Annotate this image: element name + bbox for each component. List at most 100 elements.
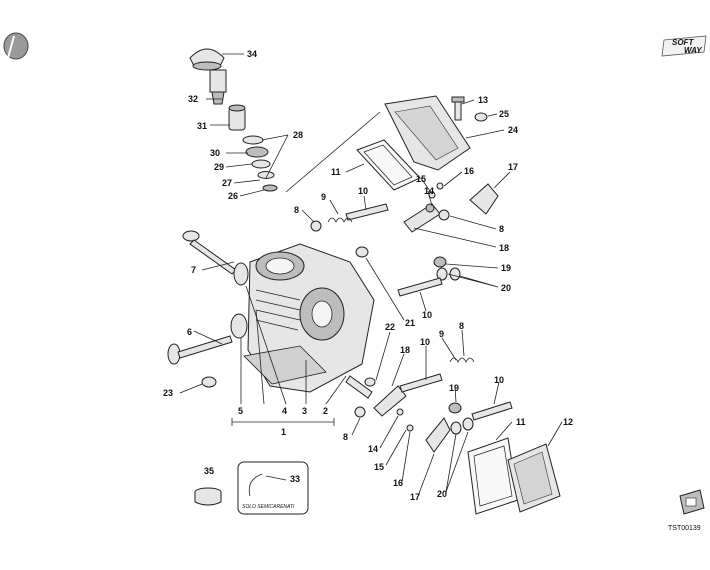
callout-15-upper: 15: [416, 174, 426, 184]
seal-ring-part: [194, 487, 222, 506]
valve-seal-part: [233, 262, 249, 286]
callout-10-upper: 10: [358, 186, 368, 196]
plug-part: [201, 376, 217, 388]
ring-part: [436, 267, 448, 281]
badge-line1: SOFT: [672, 38, 694, 47]
callout-9-lower: 9: [439, 329, 444, 339]
rocker-lever-part-2: [425, 417, 451, 453]
rocker-arm-part-2: [373, 385, 407, 417]
exhaust-valve-part: [167, 335, 233, 365]
callout-12: 12: [563, 417, 573, 427]
callout-33: 33: [290, 474, 300, 484]
guide-line: [285, 111, 381, 193]
pin-part-2: [396, 408, 404, 416]
callout-10-lower: 10: [420, 337, 430, 347]
callout-13: 13: [478, 95, 488, 105]
valve-seal-part-2: [230, 313, 248, 339]
group-bracket: [231, 418, 335, 426]
rocker-lever-part: [469, 183, 499, 215]
callout-22: 22: [385, 322, 395, 332]
badge-line2: WAY: [684, 46, 702, 55]
callout-29: 29: [214, 162, 224, 172]
callout-34: 34: [247, 49, 257, 59]
reference-icon: [679, 489, 705, 515]
o-ring-part: [355, 246, 369, 258]
valve-cover-part: [384, 95, 471, 171]
callout-6: 6: [187, 327, 192, 337]
callout-17-lower: 17: [410, 492, 420, 502]
callout-labels: 34 32 31 28 30 29 27 26 13 25 24 11 16 1…: [163, 49, 573, 502]
callout-10-middle: 10: [422, 310, 432, 320]
side-cover-part: [507, 443, 561, 513]
callout-9-upper: 9: [321, 192, 326, 202]
rocker-shaft-part: [345, 203, 389, 221]
callout-2: 2: [323, 406, 328, 416]
callout-8-lower-right: 8: [459, 321, 464, 331]
cap-part: [474, 112, 488, 122]
callout-14-upper: 14: [424, 186, 434, 196]
callout-8-left: 8: [294, 205, 299, 215]
ring-stack-part: [242, 135, 278, 192]
bolt-part: [451, 96, 465, 121]
clip-part-2: [406, 424, 414, 432]
callout-16-upper: 16: [464, 166, 474, 176]
callout-10-lower-right: 10: [494, 375, 504, 385]
washer-part-3: [354, 406, 366, 418]
callout-4: 4: [282, 406, 287, 416]
callout-7: 7: [191, 265, 196, 275]
callout-11-upper: 11: [331, 167, 341, 177]
washer-part: [310, 220, 322, 232]
o-ring-part-2: [364, 377, 376, 387]
callout-35: 35: [204, 466, 214, 476]
callout-8-right: 8: [499, 224, 504, 234]
callout-27: 27: [222, 178, 232, 188]
callout-25: 25: [499, 109, 509, 119]
callout-20-lower: 20: [437, 489, 447, 499]
callout-3: 3: [302, 406, 307, 416]
breather-cap-part: [189, 48, 225, 71]
upper-gasket-part: [356, 139, 421, 191]
ring-part-3: [450, 421, 462, 435]
ring-part-4: [462, 417, 474, 431]
ring-part-2: [449, 267, 461, 281]
callout-26: 26: [228, 191, 238, 201]
callout-24: 24: [508, 125, 518, 135]
callout-14-lower: 14: [368, 444, 378, 454]
callout-31: 31: [197, 121, 207, 131]
rocker-shaft-part-4: [471, 401, 513, 421]
callout-15-lower: 15: [374, 462, 384, 472]
callout-19-upper: 19: [501, 263, 511, 273]
callout-23: 23: [163, 388, 173, 398]
drawing-code: TST00139: [668, 525, 701, 532]
callout-28: 28: [293, 130, 303, 140]
leader-lines: [179, 53, 563, 497]
spring-part: [327, 217, 353, 223]
rocker-shaft-part-2: [397, 277, 443, 297]
clip-part: [436, 182, 444, 190]
shim-part: [433, 256, 447, 268]
callout-32: 32: [188, 94, 198, 104]
oil-pipe-part: [345, 375, 373, 399]
callout-5: 5: [238, 406, 243, 416]
callout-17-upper: 17: [508, 162, 518, 172]
washer-part-2: [438, 209, 450, 221]
sensor-part: [209, 69, 227, 105]
spring-part-2: [449, 357, 475, 363]
cylinder-head-part: [243, 243, 375, 393]
rocker-arm-part: [403, 203, 441, 233]
callout-30: 30: [210, 148, 220, 158]
callout-1: 1: [281, 427, 286, 437]
note-text: SOLO SEMICARENATI: [242, 504, 295, 510]
section-marker-icon: [3, 32, 29, 60]
callout-18-lower: 18: [400, 345, 410, 355]
lower-gasket-part: [467, 437, 519, 515]
callout-20-upper: 20: [501, 283, 511, 293]
shim-part-2: [448, 402, 462, 414]
callout-16-lower: 16: [393, 478, 403, 488]
bushing-part: [228, 104, 246, 131]
rocker-shaft-part-3: [399, 373, 443, 393]
callout-18-upper: 18: [499, 243, 509, 253]
callout-19-lower: 19: [449, 383, 459, 393]
callout-11-lower: 11: [516, 417, 526, 427]
